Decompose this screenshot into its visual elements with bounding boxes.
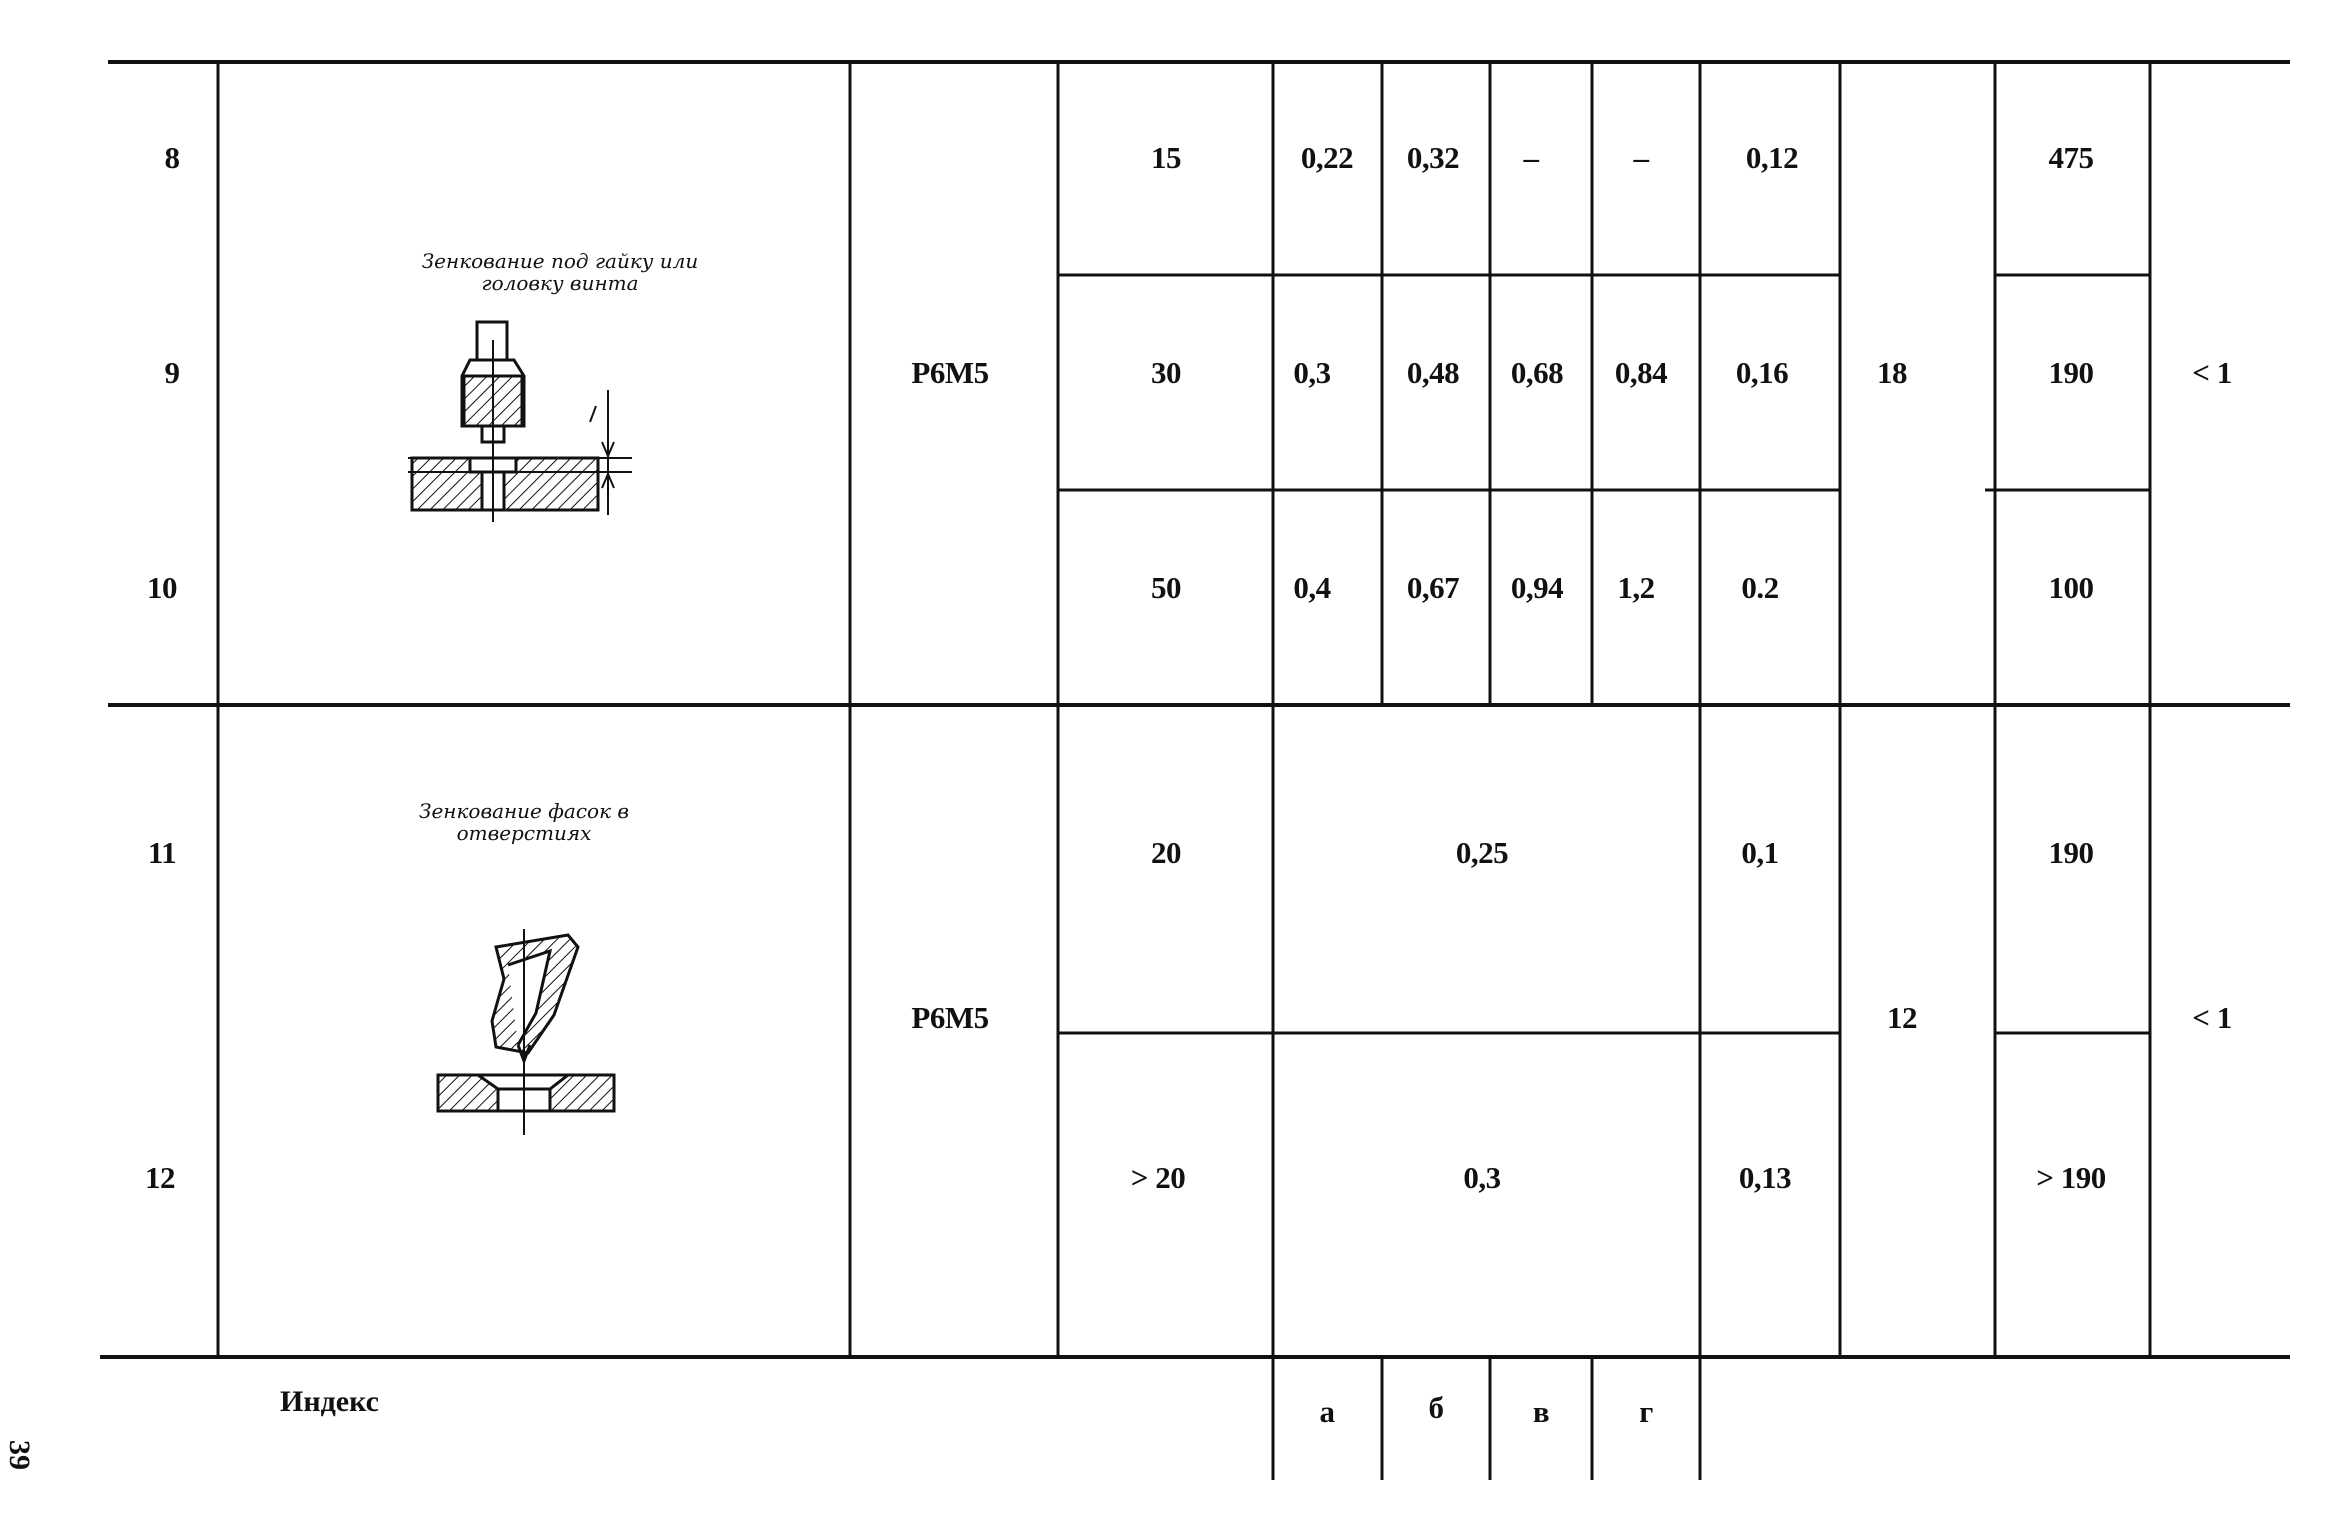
merged-value: 18 xyxy=(1877,355,1908,390)
page-number: 39 xyxy=(3,1440,36,1470)
merged-abvg-value: 0,3 xyxy=(1463,1160,1501,1195)
index-letter-v: в xyxy=(1532,1394,1550,1429)
value-v: 0,94 xyxy=(1510,570,1564,605)
row-number: 8 xyxy=(164,140,181,175)
feed-cell: 0,12 xyxy=(1745,140,1799,175)
feed-cell: 0.2 xyxy=(1741,570,1779,605)
row-number: 11 xyxy=(147,835,177,870)
value-a: 0,3 xyxy=(1293,355,1331,390)
diameter-cell: 20 xyxy=(1151,835,1182,870)
feed-cell: 0,13 xyxy=(1738,1160,1792,1195)
value-b: 0,32 xyxy=(1406,140,1460,175)
value-a: 0,4 xyxy=(1293,570,1331,605)
merged-value: 12 xyxy=(1887,1000,1918,1035)
last-col-value: < 1 xyxy=(2192,355,2232,390)
value-v: – xyxy=(1523,140,1540,175)
feed-cell: 0,1 xyxy=(1741,835,1779,870)
chamfer-countersink-sketch xyxy=(436,929,616,1135)
speed-cell: 475 xyxy=(2048,140,2095,175)
value-v: 0,68 xyxy=(1510,355,1564,390)
speed-cell: 190 xyxy=(2048,835,2095,870)
countersink-under-nut-sketch xyxy=(408,320,632,522)
value-b: 0,48 xyxy=(1406,355,1460,390)
speed-cell: 190 xyxy=(2048,355,2095,390)
value-a: 0,22 xyxy=(1300,140,1354,175)
speed-cell: 100 xyxy=(2048,570,2095,605)
index-letter-g: г xyxy=(1639,1394,1653,1429)
value-g: – xyxy=(1633,140,1650,175)
tool-material: Р6М5 xyxy=(911,355,989,390)
value-g: 0,84 xyxy=(1614,355,1668,390)
row-number: 10 xyxy=(147,570,178,605)
value-g: 1,2 xyxy=(1617,570,1655,605)
feed-cell: 0,16 xyxy=(1735,355,1789,390)
speed-cell: > 190 xyxy=(2036,1160,2106,1195)
diameter-cell: 15 xyxy=(1151,140,1182,175)
index-letter-b: б xyxy=(1428,1390,1445,1425)
operation-caption: Зенкование под гайку или головку винта xyxy=(421,249,699,295)
diameter-cell: 30 xyxy=(1151,355,1182,390)
row-number: 12 xyxy=(145,1160,176,1195)
index-letter-a: а xyxy=(1319,1394,1336,1429)
merged-abvg-value: 0,25 xyxy=(1455,835,1509,870)
value-b: 0,67 xyxy=(1406,570,1460,605)
tool-material: Р6М5 xyxy=(911,1000,989,1035)
row-number: 9 xyxy=(164,355,181,390)
last-col-value: < 1 xyxy=(2192,1000,2232,1035)
diameter-cell: > 20 xyxy=(1130,1160,1186,1195)
diameter-cell: 50 xyxy=(1151,570,1182,605)
index-label: Индекс xyxy=(280,1385,379,1418)
operation-caption: Зенкование фасок в отверстиях xyxy=(418,799,630,845)
